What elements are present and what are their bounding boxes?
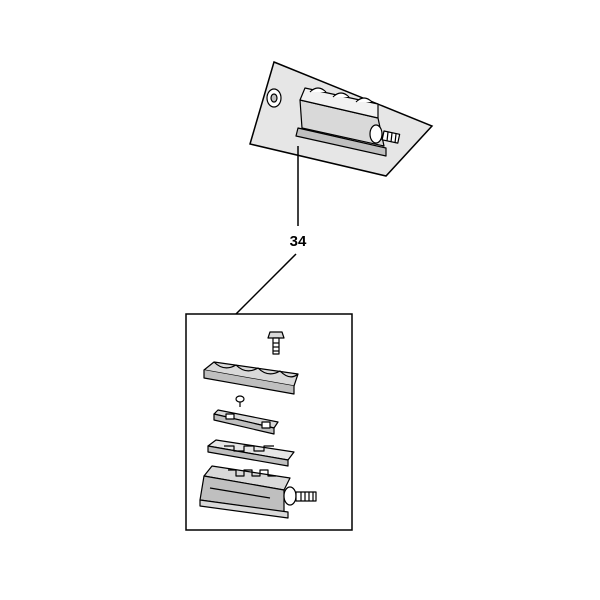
exploded-cutter-head-icon <box>199 331 317 519</box>
knife-plate-part <box>213 409 279 435</box>
base-block-part <box>199 465 317 519</box>
leader-line-lower <box>235 253 297 315</box>
assembled-cutter-head-icon <box>266 87 401 157</box>
clip-part <box>235 395 245 407</box>
top-cover-part <box>203 361 299 395</box>
part-number-label: 34 <box>290 233 307 250</box>
assembled-view-panel <box>249 60 434 177</box>
screw-part <box>267 331 285 355</box>
exploded-view-panel <box>185 313 353 531</box>
blade-part <box>207 439 295 467</box>
